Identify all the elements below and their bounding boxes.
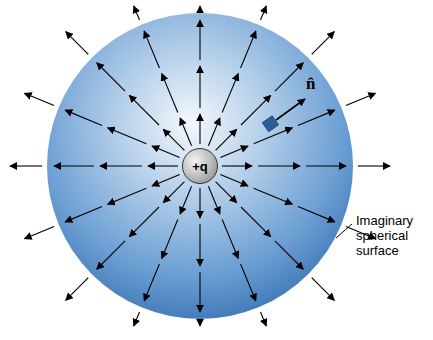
field-arrow xyxy=(24,93,54,105)
field-arrow xyxy=(216,182,237,203)
field-arrow xyxy=(199,114,200,144)
field-arrow xyxy=(260,6,266,20)
field-arrow xyxy=(222,165,252,166)
field-arrow xyxy=(241,264,256,301)
field-arrow xyxy=(260,312,266,326)
field-arrow xyxy=(199,224,200,266)
field-arrow xyxy=(66,32,89,55)
charge-label: +q xyxy=(192,160,208,173)
field-arrow xyxy=(199,324,200,326)
leader-line xyxy=(336,224,352,238)
field-arrow xyxy=(220,174,248,185)
field-arrow xyxy=(129,207,159,237)
field-arrow xyxy=(358,165,390,166)
field-arrow xyxy=(199,272,200,312)
field-arrow xyxy=(24,226,54,238)
field-arrow xyxy=(163,129,184,150)
field-arrow xyxy=(199,188,200,218)
field-arrow xyxy=(65,110,102,125)
field-arrow xyxy=(275,241,303,269)
field-arrow xyxy=(54,165,94,166)
field-arrow xyxy=(199,6,200,8)
normal-label: n̂ xyxy=(306,74,315,94)
field-arrow xyxy=(180,186,191,214)
field-arrow xyxy=(254,188,293,204)
charge-circle: +q xyxy=(182,148,218,184)
field-lines xyxy=(10,6,390,326)
field-arrow xyxy=(148,165,178,166)
field-arrow xyxy=(222,74,238,113)
field-arrow xyxy=(144,31,159,68)
field-arrow xyxy=(312,278,335,301)
field-arrow xyxy=(108,188,147,204)
field-arrow xyxy=(298,110,335,125)
field-arrow xyxy=(66,278,89,301)
field-arrow xyxy=(222,220,238,259)
field-arrow xyxy=(152,174,180,185)
field-arrow xyxy=(241,31,256,68)
field-arrow xyxy=(97,63,125,91)
field-arrow xyxy=(258,165,300,166)
field-arrow xyxy=(10,165,42,166)
field-arrow xyxy=(306,165,346,166)
field-arrow xyxy=(220,146,248,157)
field-arrow xyxy=(199,66,200,108)
field-arrow xyxy=(254,128,293,144)
normal-vector xyxy=(276,99,305,120)
field-arrow xyxy=(108,128,147,144)
field-arrow xyxy=(208,118,219,146)
imaginary-sphere xyxy=(47,13,353,319)
field-arrow xyxy=(208,186,219,214)
field-arrow xyxy=(134,6,140,20)
field-arrow xyxy=(152,146,180,157)
field-arrow xyxy=(134,312,140,326)
field-arrow xyxy=(65,207,102,222)
field-arrow xyxy=(129,95,159,125)
field-arrow xyxy=(162,220,178,259)
area-element xyxy=(262,115,279,132)
field-arrow xyxy=(199,20,200,60)
field-arrow xyxy=(163,182,184,203)
field-arrow xyxy=(100,165,142,166)
field-arrow xyxy=(275,63,303,91)
surface-label: Imaginary spherical surface xyxy=(356,214,430,259)
field-arrow xyxy=(241,207,271,237)
field-arrow xyxy=(144,264,159,301)
field-arrow xyxy=(298,207,335,222)
field-arrow xyxy=(216,129,237,150)
field-arrow xyxy=(312,32,335,55)
field-arrow xyxy=(162,74,178,113)
field-arrow xyxy=(97,241,125,269)
field-arrow xyxy=(180,118,191,146)
field-arrow xyxy=(346,93,376,105)
